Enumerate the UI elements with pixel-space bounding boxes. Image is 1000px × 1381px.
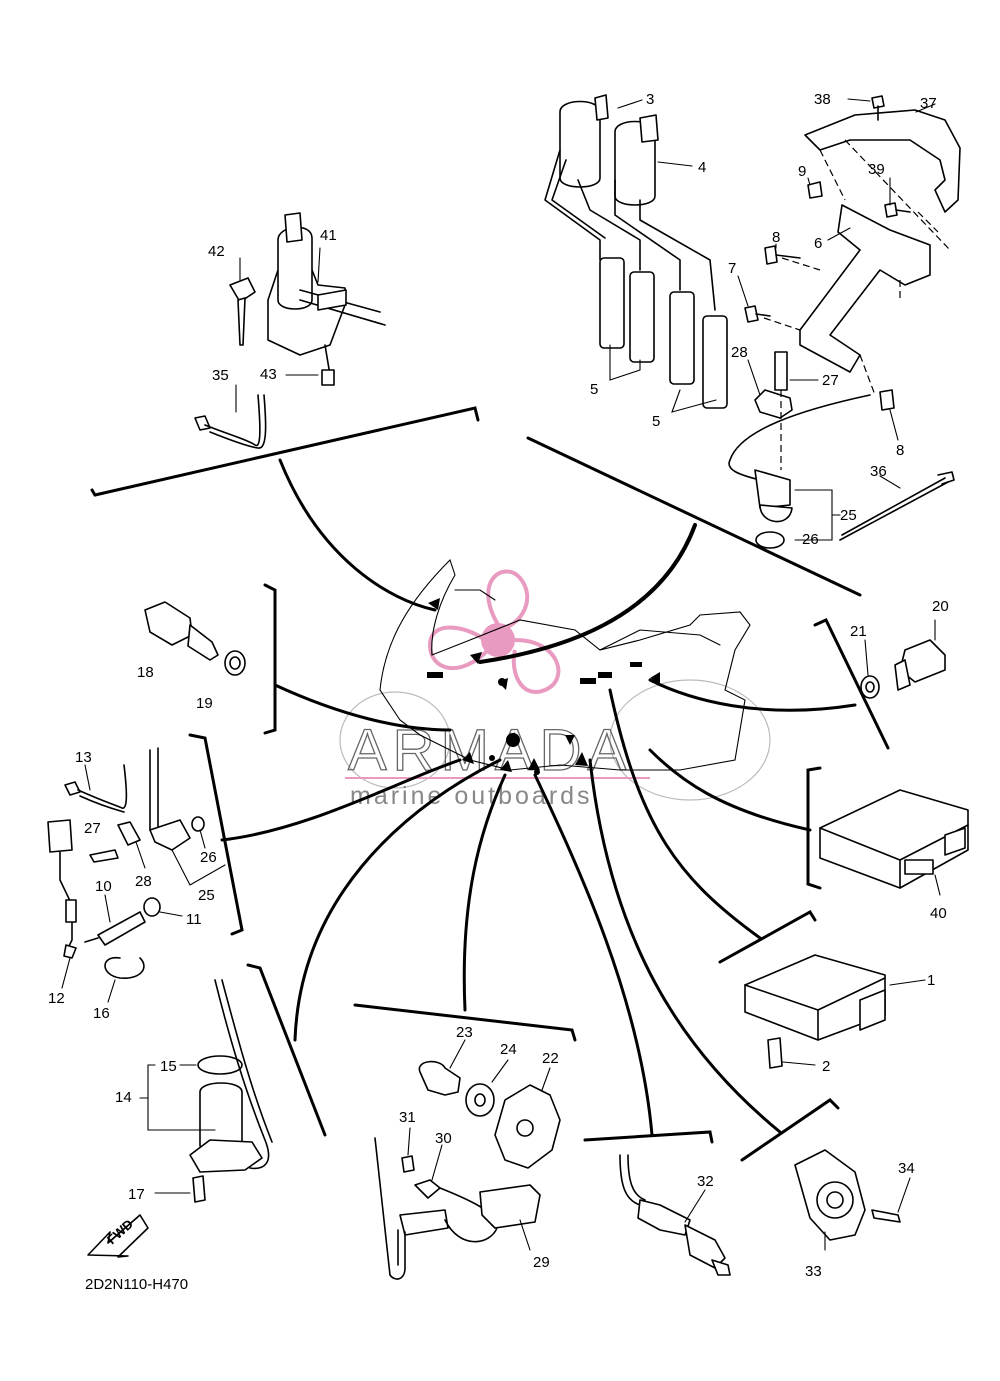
part-label: 32 <box>697 1173 714 1190</box>
part-label: 42 <box>208 243 225 260</box>
left-sensor-group <box>47 747 226 1003</box>
group-brackets <box>90 406 890 1162</box>
part-label: 41 <box>320 227 337 244</box>
part-label: 35 <box>212 367 229 384</box>
part-label: 28 <box>731 344 748 361</box>
part-label: 17 <box>128 1186 145 1203</box>
part-label: 18 <box>137 664 154 681</box>
part-label: 13 <box>75 749 92 766</box>
part-label: 5 <box>652 413 660 430</box>
part-label: 8 <box>772 229 780 246</box>
part-label: 6 <box>814 235 822 252</box>
fwd-arrow-icon: FWD <box>87 1214 149 1258</box>
part-label: 5 <box>590 381 598 398</box>
crank-sensor-group <box>374 1039 561 1280</box>
part-label: 16 <box>93 1005 110 1022</box>
part-label: 31 <box>399 1109 416 1126</box>
propeller-icon <box>427 569 561 694</box>
leader-curves <box>220 458 857 1137</box>
part-label: 30 <box>435 1130 452 1147</box>
o2-sensor-group <box>619 1154 731 1276</box>
control-unit-group <box>744 954 926 1069</box>
part-label: 28 <box>135 873 152 890</box>
part-label: 11 <box>186 911 202 928</box>
part-label: 23 <box>456 1024 473 1041</box>
part-label: 29 <box>533 1254 550 1271</box>
part-label: 33 <box>805 1263 822 1280</box>
part-label: 36 <box>870 463 887 480</box>
watermark-subtitle: marine outboards <box>350 782 593 810</box>
part-label: 39 <box>868 161 885 178</box>
temp-sensor-group <box>144 601 246 676</box>
part-label: 37 <box>920 95 937 112</box>
part-label: 8 <box>896 442 904 459</box>
watermark-title: ARMADA <box>348 718 632 783</box>
part-label: 2 <box>822 1058 830 1075</box>
part-label: 26 <box>200 849 217 866</box>
location-arrows <box>427 598 660 775</box>
pressure-sensor-group <box>860 619 946 699</box>
motorcycle-outline <box>379 558 751 775</box>
part-label: 24 <box>500 1041 517 1058</box>
diagram-code: 2D2N110-H470 <box>85 1276 188 1293</box>
part-label: 26 <box>802 531 819 548</box>
part-label: 1 <box>927 972 935 989</box>
throttle-sensor-group <box>794 1149 911 1251</box>
part-label: 22 <box>542 1050 559 1067</box>
part-label: 20 <box>932 598 949 615</box>
part-labels: 1 2 3 4 5 5 6 7 8 8 9 10 11 12 13 14 15 … <box>48 91 949 1280</box>
solenoid-group <box>139 979 273 1203</box>
part-label: 34 <box>898 1160 915 1177</box>
part-label: 27 <box>84 820 101 837</box>
part-label: 43 <box>260 366 277 383</box>
part-label: 12 <box>48 990 65 1007</box>
part-label: 14 <box>115 1089 132 1106</box>
part-label: 21 <box>850 623 867 640</box>
part-label: 25 <box>198 887 215 904</box>
ignition-coil-group <box>544 94 728 413</box>
part-label: 4 <box>698 159 706 176</box>
ecu-group <box>819 789 969 896</box>
watermark-logo: ARMADA marine outboards <box>339 569 771 810</box>
main-switch-group <box>194 212 386 449</box>
part-label: 40 <box>930 905 947 922</box>
part-label: 10 <box>95 878 112 895</box>
part-label: 38 <box>814 91 831 108</box>
part-label: 9 <box>798 163 806 180</box>
part-label: 25 <box>840 507 857 524</box>
part-label: 7 <box>728 260 736 277</box>
sensor-top-right-group <box>728 351 955 549</box>
part-label: 27 <box>822 372 839 389</box>
part-label: 19 <box>196 695 213 712</box>
part-label: 3 <box>646 91 654 108</box>
bracket-group <box>737 95 961 441</box>
part-label: 15 <box>160 1058 177 1075</box>
